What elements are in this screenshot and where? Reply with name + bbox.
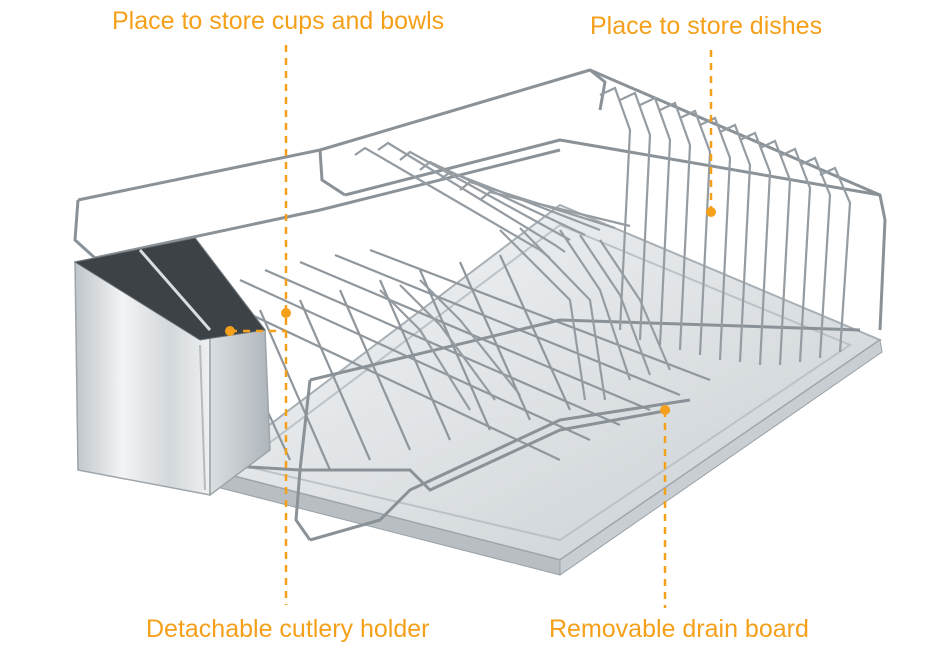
callout-leaders xyxy=(230,45,713,608)
dishes-callout-dot xyxy=(706,207,716,217)
drain-callout-dot xyxy=(660,405,670,415)
dish-dividers xyxy=(354,86,852,366)
cups-callout-dot xyxy=(281,308,291,318)
callout-cups-bowls: Place to store cups and bowls xyxy=(112,7,445,35)
callout-cutlery-holder: Detachable cutlery holder xyxy=(146,615,430,643)
cutlery-holder xyxy=(73,237,271,497)
callout-drain-board: Removable drain board xyxy=(549,615,809,643)
cutlery-callout-dot xyxy=(225,326,235,336)
front-dividers xyxy=(379,227,672,411)
callout-dishes: Place to store dishes xyxy=(590,12,823,40)
wire-frame xyxy=(73,68,887,542)
drain-tray xyxy=(204,203,883,576)
callout-dots xyxy=(225,207,716,415)
